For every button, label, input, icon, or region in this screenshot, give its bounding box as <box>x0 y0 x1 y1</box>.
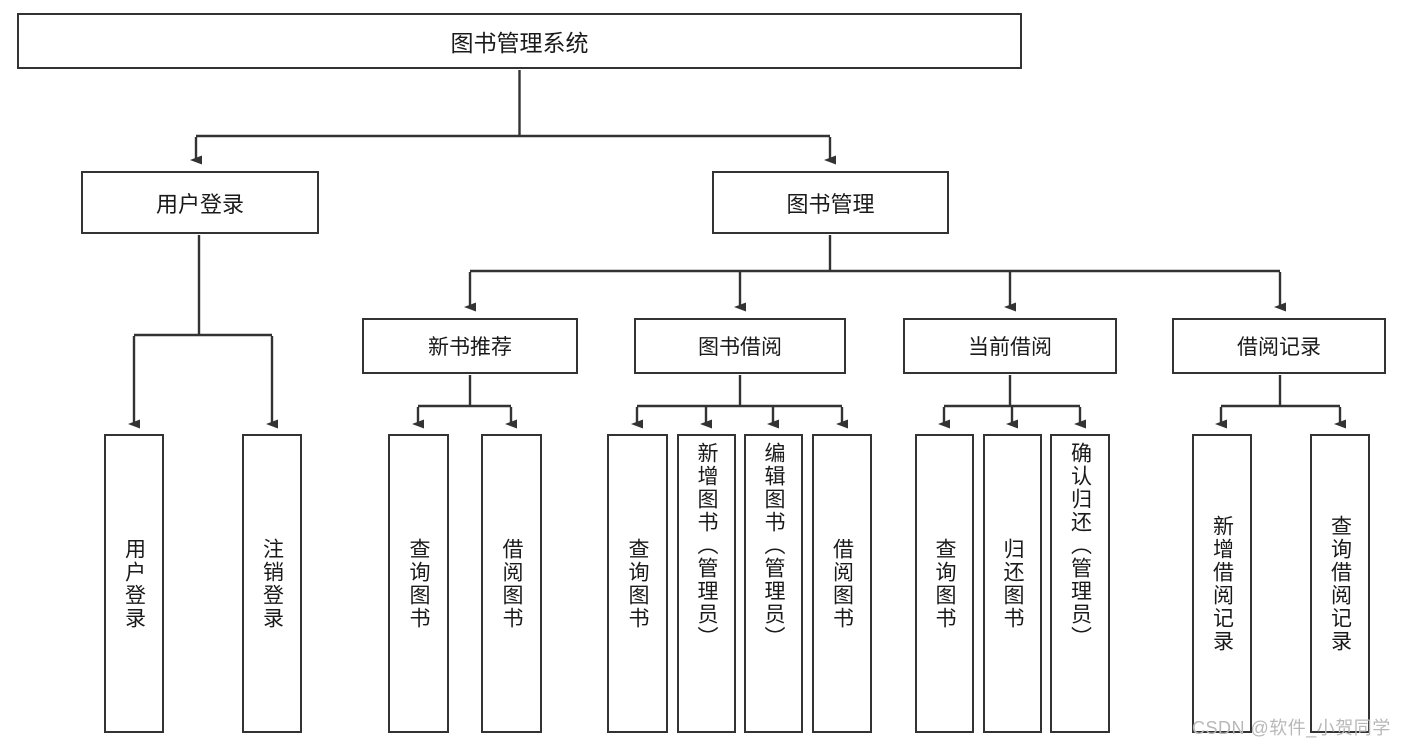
node-root-label: 图书管理系统 <box>450 30 589 56</box>
leaf-borrow-borrow-book[interactable]: 借阅图书 <box>812 434 872 733</box>
leaf-record-add-label: 新增借阅记录 <box>1210 514 1234 653</box>
node-user-login[interactable]: 用户登录 <box>81 171 319 234</box>
node-current-borrow[interactable]: 当前借阅 <box>903 318 1117 374</box>
leaf-borrow-edit-book[interactable]: 编辑图书（管理员） <box>744 434 803 733</box>
watermark-text: CSDN @软件_小贺同学 <box>1192 718 1391 738</box>
leaf-recommend-query-book[interactable]: 查询图书 <box>388 434 449 733</box>
node-borrow-record-label: 借阅记录 <box>1237 336 1321 359</box>
leaf-current-query-book-label: 查询图书 <box>933 537 956 630</box>
leaf-current-confirm-return[interactable]: 确认归还（管理员） <box>1050 434 1110 733</box>
leaf-borrow-add-book[interactable]: 新增图书（管理员） <box>677 434 736 733</box>
leaf-borrow-borrow-book-label: 借阅图书 <box>830 537 854 630</box>
leaf-logout-label: 注销登录 <box>260 537 284 630</box>
leaf-recommend-query-book-label: 查询图书 <box>407 537 430 630</box>
leaf-logout[interactable]: 注销登录 <box>242 434 302 733</box>
leaf-borrow-edit-book-label: 编辑图书（管理员） <box>762 442 785 649</box>
leaf-borrow-query-book-label: 查询图书 <box>626 537 649 630</box>
node-new-book-recommend-label: 新书推荐 <box>428 336 512 359</box>
node-book-borrow[interactable]: 图书借阅 <box>634 318 846 374</box>
leaf-current-return-book[interactable]: 归还图书 <box>983 434 1042 733</box>
leaf-current-query-book[interactable]: 查询图书 <box>915 434 974 733</box>
leaf-record-query[interactable]: 查询借阅记录 <box>1310 434 1370 733</box>
leaf-borrow-query-book[interactable]: 查询图书 <box>607 434 668 733</box>
leaf-record-query-label: 查询借阅记录 <box>1328 514 1352 653</box>
leaf-current-return-book-label: 归还图书 <box>1001 537 1024 630</box>
leaf-recommend-borrow-book[interactable]: 借阅图书 <box>481 434 542 733</box>
leaf-record-add[interactable]: 新增借阅记录 <box>1192 434 1252 733</box>
leaf-borrow-add-book-label: 新增图书（管理员） <box>695 442 718 649</box>
node-user-login-label: 用户登录 <box>155 191 244 217</box>
node-book-management-label: 图书管理 <box>786 191 875 217</box>
node-book-management[interactable]: 图书管理 <box>712 171 949 234</box>
node-book-borrow-label: 图书借阅 <box>698 336 782 359</box>
node-current-borrow-label: 当前借阅 <box>968 336 1052 359</box>
leaf-recommend-borrow-book-label: 借阅图书 <box>500 537 523 630</box>
node-new-book-recommend[interactable]: 新书推荐 <box>362 318 578 374</box>
leaf-user-login[interactable]: 用户登录 <box>104 434 164 733</box>
node-borrow-record[interactable]: 借阅记录 <box>1172 318 1386 374</box>
leaf-current-confirm-return-label: 确认归还（管理员） <box>1068 442 1092 649</box>
node-root-system[interactable]: 图书管理系统 <box>17 13 1022 69</box>
leaf-user-login-label: 用户登录 <box>122 537 146 630</box>
